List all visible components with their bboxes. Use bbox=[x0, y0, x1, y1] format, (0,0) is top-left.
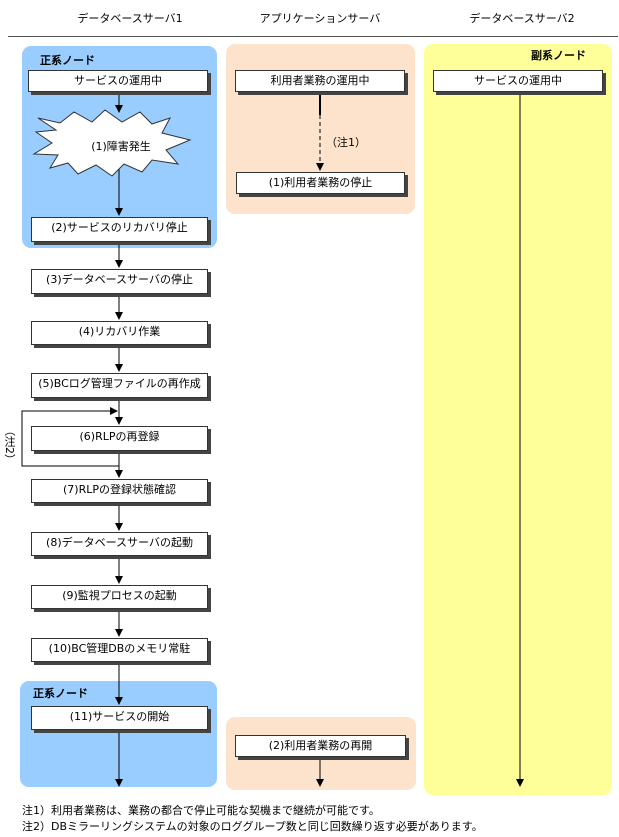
app-resume-box: (2)利用者業務の再開 bbox=[235, 735, 406, 757]
secondary-node-panel bbox=[424, 44, 612, 795]
step7-rlp-status-check-box: (7)RLPの登録状態確認 bbox=[31, 479, 208, 503]
step4-recovery-work-box: (4)リカバリ作業 bbox=[31, 321, 208, 345]
step2-recovery-stop-box: (2)サービスのリカバリ停止 bbox=[31, 217, 208, 242]
step11-service-start-box: (11)サービスの開始 bbox=[31, 706, 208, 730]
step8-db-server-start-box: (8)データベースサーバの起動 bbox=[31, 532, 208, 556]
column-header-db1: データベースサーバ1 bbox=[77, 12, 183, 25]
column-header-app: アプリケーションサーバ bbox=[259, 12, 381, 25]
db1-service-running-box: サービスの運用中 bbox=[28, 70, 208, 92]
primary-node-label-bottom: 正系ノード bbox=[33, 687, 88, 700]
app-running-box: 利用者業務の運用中 bbox=[235, 70, 405, 92]
db2-service-running-box: サービスの運用中 bbox=[433, 70, 603, 92]
primary-node-label-top: 正系ノード bbox=[40, 54, 95, 67]
step10-bc-db-memory-box: (10)BC管理DBのメモリ常駐 bbox=[31, 638, 208, 662]
step3-db-server-stop-box: (3)データベースサーバの停止 bbox=[31, 269, 208, 294]
step5-bc-log-file-box: (5)BCログ管理ファイルの再作成 bbox=[31, 373, 208, 398]
column-header-db2: データベースサーバ2 bbox=[469, 12, 575, 25]
step9-monitor-process-start-box: (9)監視プロセスの起動 bbox=[31, 585, 208, 609]
footnote-1: 注1）利用者業務は、業務の都合で停止可能な契機まで継続が可能です。 bbox=[22, 804, 380, 817]
failure-starburst bbox=[32, 109, 192, 177]
step6-rlp-reregister-box: (6)RLPの再登録 bbox=[31, 426, 208, 451]
app-note-ref: （注1） bbox=[326, 136, 366, 149]
failure-label: (1)障害発生 bbox=[91, 140, 151, 153]
app-stop-box: (1)利用者業務の停止 bbox=[236, 172, 405, 194]
loop-note-text: （注2） bbox=[3, 425, 16, 465]
footnote-2: 注2）DBミラーリングシステムの対象のロググループ数と同じ回数繰り返す必要があり… bbox=[22, 820, 483, 833]
loop-note: （注2） bbox=[2, 425, 16, 468]
header-divider bbox=[8, 36, 618, 37]
secondary-node-label: 副系ノード bbox=[531, 49, 586, 62]
